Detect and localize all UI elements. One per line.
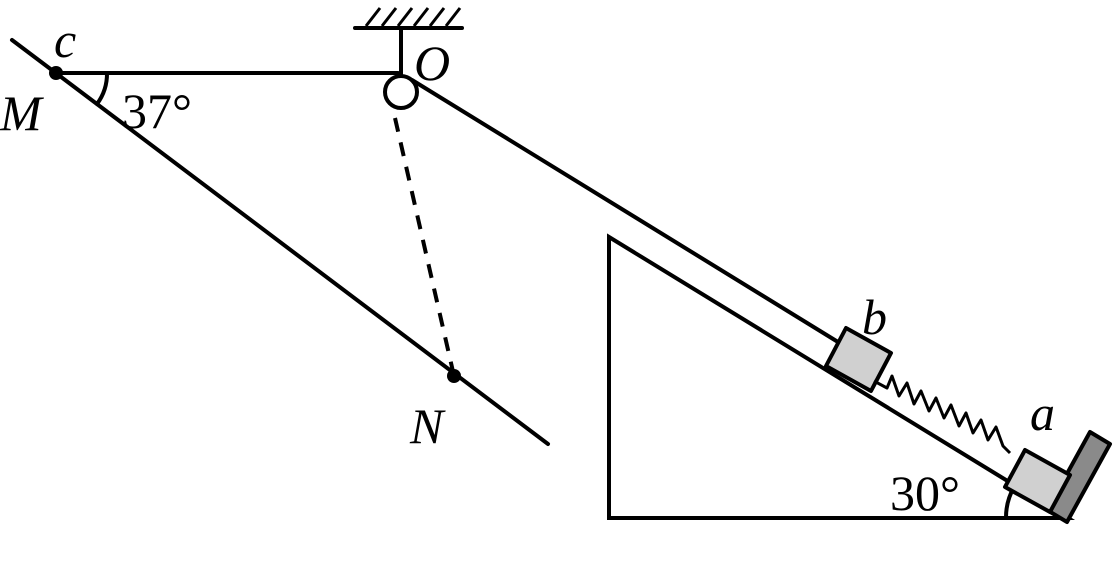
block-a <box>1003 448 1072 514</box>
rope-o-to-b <box>410 78 840 344</box>
stopper-plate <box>1045 430 1112 524</box>
angle-arc-37 <box>95 71 110 106</box>
inclined-plane-wedge <box>607 233 1076 520</box>
inclined-rod-mn <box>10 38 550 446</box>
label-b: b <box>862 289 887 345</box>
spring <box>873 374 1012 455</box>
label-o: O <box>414 35 450 91</box>
label-a: a <box>1030 385 1055 441</box>
point-n <box>447 369 461 383</box>
label-m: M <box>0 85 44 141</box>
ceiling-support <box>353 7 464 76</box>
dashed-line-o-to-n <box>393 117 456 377</box>
point-m <box>49 66 63 80</box>
label-n: N <box>409 398 446 454</box>
label-angle-37: 37° <box>122 83 192 139</box>
label-angle-30: 30° <box>890 465 960 521</box>
pulley-wheel <box>383 74 419 110</box>
label-c: c <box>54 12 76 68</box>
ceiling-hatch <box>364 7 462 27</box>
block-b <box>824 326 893 393</box>
